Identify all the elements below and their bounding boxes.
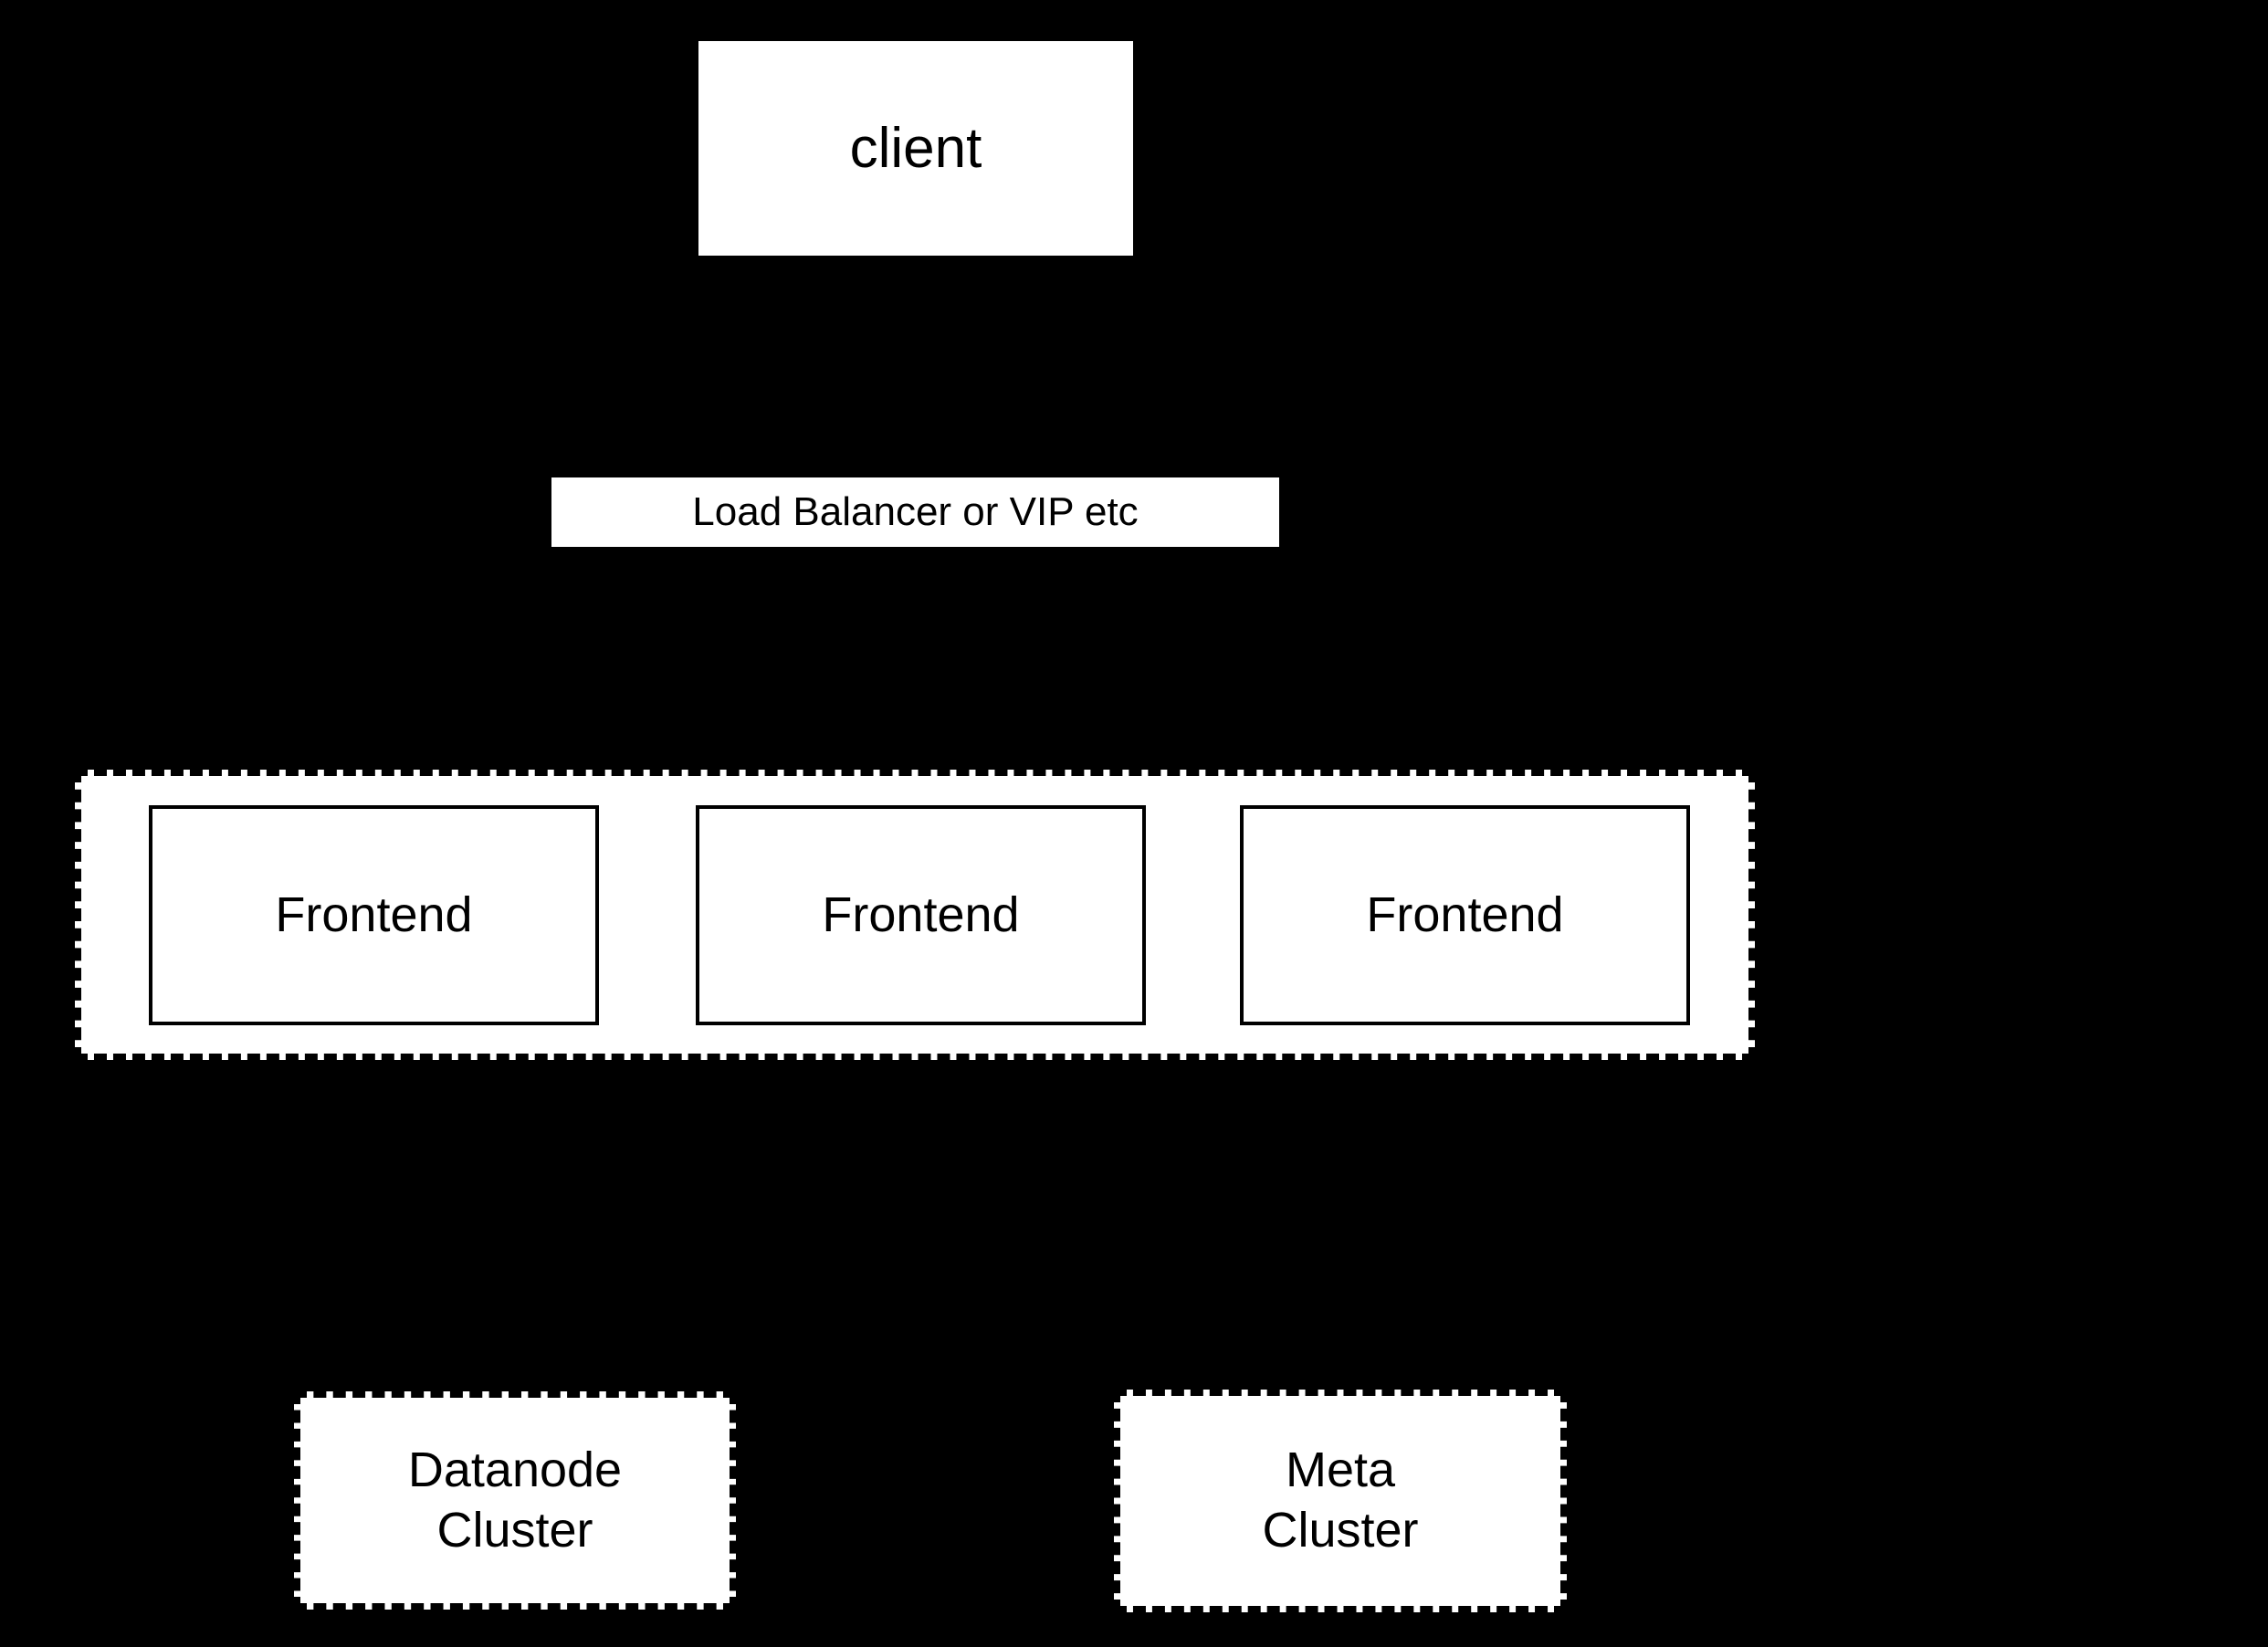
node-meta-cluster-label: Meta Cluster [1262, 1442, 1419, 1558]
node-frontend-3[interactable]: Frontend [1240, 805, 1690, 1025]
node-frontend-1[interactable]: Frontend [149, 805, 599, 1025]
node-load-balancer-label: Load Balancer or VIP etc [692, 489, 1139, 535]
node-frontend-2-label: Frontend [822, 886, 1020, 942]
node-datanode-cluster[interactable]: Datanode Cluster [294, 1391, 736, 1610]
node-datanode-cluster-label: Datanode Cluster [407, 1442, 623, 1558]
node-client[interactable]: client [698, 41, 1133, 256]
node-frontend-1-label: Frontend [275, 886, 473, 942]
node-load-balancer[interactable]: Load Balancer or VIP etc [551, 477, 1279, 547]
node-meta-cluster[interactable]: Meta Cluster [1114, 1390, 1567, 1612]
node-client-label: client [849, 116, 982, 180]
node-frontend-2[interactable]: Frontend [696, 805, 1146, 1025]
node-frontend-3-label: Frontend [1366, 886, 1564, 942]
